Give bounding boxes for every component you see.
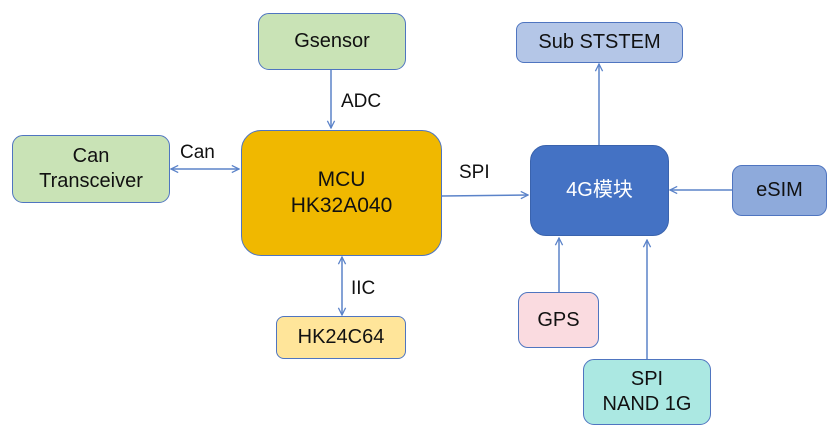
esim-node: eSIM — [732, 165, 827, 216]
eeprom-label: HK24C64 — [297, 326, 385, 348]
edge-label-can: Can — [180, 142, 215, 163]
edge-label-iic: IIC — [351, 278, 376, 299]
gsensor-node: Gsensor — [258, 13, 406, 70]
sub-system-node: Sub STSTEM — [516, 22, 683, 63]
can-transceiver-node: Can Transceiver — [12, 135, 170, 203]
gsensor-label: Gsensor — [294, 30, 370, 52]
can-transceiver-label-line2: Transceiver — [39, 170, 143, 192]
module-4g-label: 4G模块 — [566, 179, 633, 201]
gps-node: GPS — [518, 292, 599, 348]
module-4g-node: 4G模块 — [530, 145, 669, 236]
can-transceiver-label-line1: Can — [72, 145, 110, 167]
edge-label-adc: ADC — [341, 91, 382, 112]
esim-label: eSIM — [756, 179, 803, 201]
eeprom-node: HK24C64 — [276, 316, 406, 359]
sub-system-label: Sub STSTEM — [538, 31, 661, 53]
mcu-label-line1: MCU — [317, 167, 366, 191]
edge-label-spi: SPI — [459, 162, 490, 183]
mcu-label-line2: HK32A040 — [290, 194, 393, 217]
spi-nand-node: SPI NAND 1G — [583, 359, 711, 425]
mcu-node: MCU HK32A040 — [241, 130, 442, 256]
edge-mcu-4g — [441, 195, 528, 196]
spi-nand-label-line1: SPI — [630, 368, 664, 390]
gps-label: GPS — [537, 308, 580, 331]
spi-nand-label-line2: NAND 1G — [602, 393, 692, 415]
